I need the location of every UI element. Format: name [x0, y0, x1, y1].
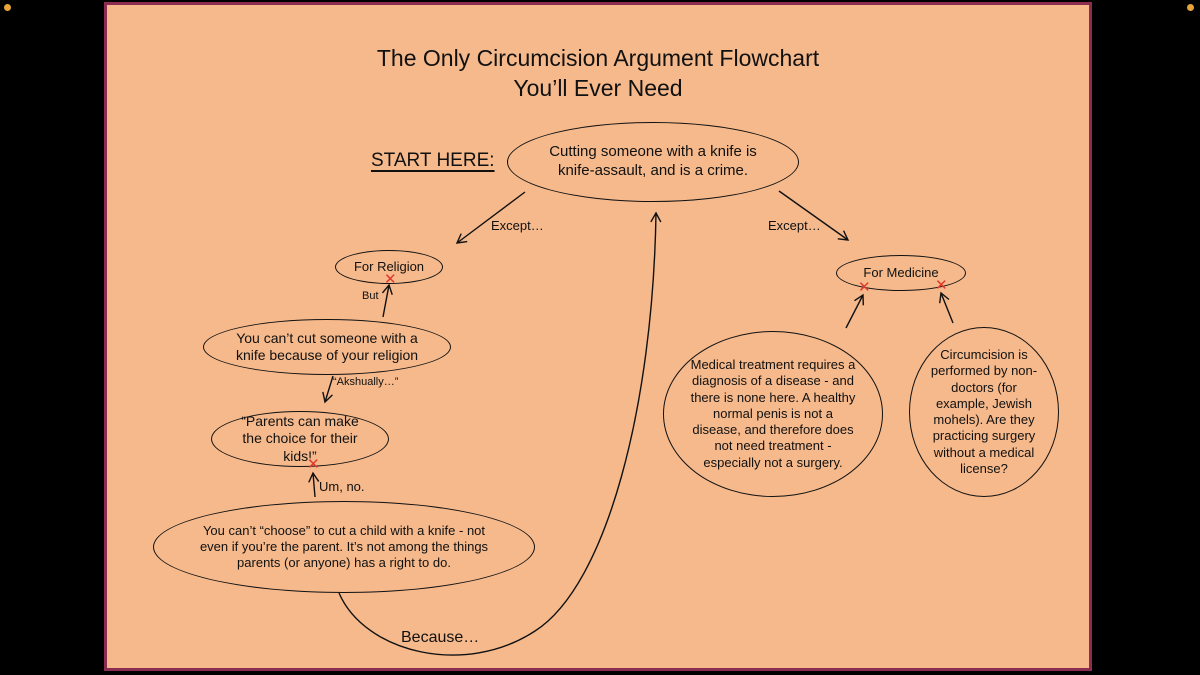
label-except-left: Except…	[491, 218, 544, 233]
label-but: But	[362, 290, 379, 302]
node-mohels-rebuttal: Circumcision is performed by non-doctors…	[909, 327, 1059, 497]
node-for-medicine: For Medicine	[836, 255, 966, 291]
title-line-1: The Only Circumcision Argument Flowchart	[376, 45, 820, 71]
node-medical-rebuttal: Medical treatment requires a diagnosis o…	[663, 331, 883, 497]
arrow-um-no	[308, 471, 320, 498]
window-dot-left	[4, 4, 11, 11]
arrow-because-loop	[338, 211, 662, 656]
label-um-no: Um, no.	[319, 479, 365, 494]
connector-lines	[308, 190, 954, 656]
label-except-right: Except…	[768, 218, 821, 233]
node-knife-crime: Cutting someone with a knife is knife-as…	[507, 122, 799, 202]
arrow-medical-rebuttal	[845, 293, 865, 329]
title-line-2: You’ll Ever Need	[513, 75, 683, 101]
node-religion-rebuttal: You can’t cut someone with a knife becau…	[203, 319, 451, 375]
x-mark-medicine-left: ✕	[858, 279, 871, 296]
arrow-akshually	[322, 375, 334, 404]
start-here-label: START HERE:	[371, 150, 495, 171]
x-mark-medicine-right: ✕	[935, 277, 948, 294]
x-mark-religion: ✕	[384, 271, 397, 288]
arrow-but	[381, 283, 393, 318]
arrow-to-medicine	[778, 190, 850, 241]
window-dot-right	[1187, 4, 1194, 11]
arrow-mohels-rebuttal	[939, 291, 954, 324]
flowchart-panel: The Only Circumcision Argument Flowchart…	[104, 2, 1092, 671]
node-for-religion: For Religion	[335, 250, 443, 284]
x-mark-parents-choice: ✕	[307, 456, 320, 473]
label-akshually: “Akshually…”	[333, 376, 399, 388]
node-parents-choice: “Parents can make the choice for their k…	[211, 411, 389, 467]
arrow-to-religion	[455, 191, 526, 244]
label-because: Because…	[401, 629, 480, 646]
node-parents-rebuttal: You can’t “choose” to cut a child with a…	[153, 501, 535, 593]
